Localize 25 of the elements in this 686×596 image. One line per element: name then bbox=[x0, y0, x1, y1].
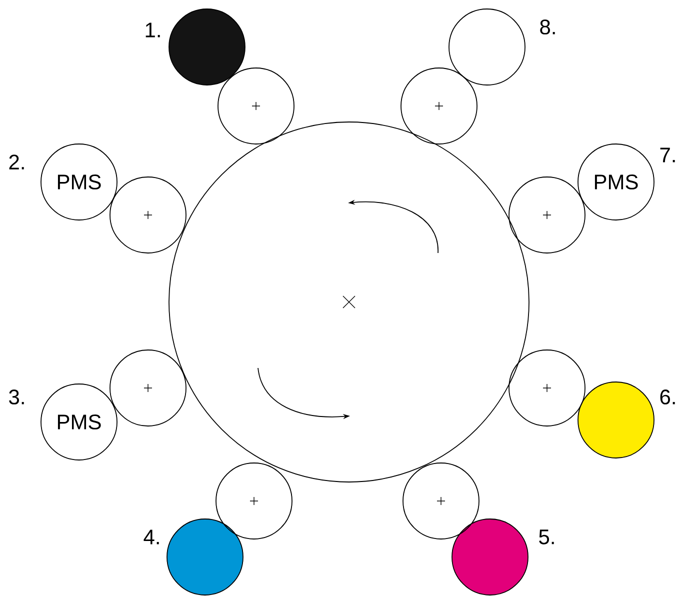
station-number: 6. bbox=[660, 390, 675, 404]
plate-cylinder bbox=[508, 176, 586, 254]
ink-roller bbox=[166, 518, 244, 596]
ink-roller bbox=[452, 518, 528, 596]
station-number: 5. bbox=[539, 530, 554, 544]
plate-cylinder bbox=[402, 462, 480, 540]
plate-cylinder bbox=[400, 68, 478, 144]
plate-cylinder bbox=[216, 462, 292, 540]
station-number: 2. bbox=[9, 154, 24, 170]
plate-cylinder bbox=[508, 350, 586, 426]
ink-roller bbox=[448, 8, 526, 86]
plate-cylinder bbox=[110, 176, 186, 254]
ink-roller: PMS bbox=[40, 384, 118, 460]
station-number: 3. bbox=[9, 390, 24, 404]
ink-roller: PMS bbox=[578, 144, 654, 220]
plate-cylinder bbox=[110, 350, 186, 426]
station-number: 4. bbox=[144, 530, 159, 544]
impression-cylinder bbox=[168, 122, 530, 482]
station-number: 7. bbox=[660, 148, 675, 162]
station-number: 8. bbox=[540, 20, 555, 34]
ink-roller: PMS bbox=[40, 144, 118, 220]
ink-roller bbox=[578, 382, 654, 458]
plate-cylinder bbox=[218, 68, 294, 144]
station-number: 1. bbox=[146, 22, 160, 38]
ink-roller bbox=[168, 8, 246, 86]
